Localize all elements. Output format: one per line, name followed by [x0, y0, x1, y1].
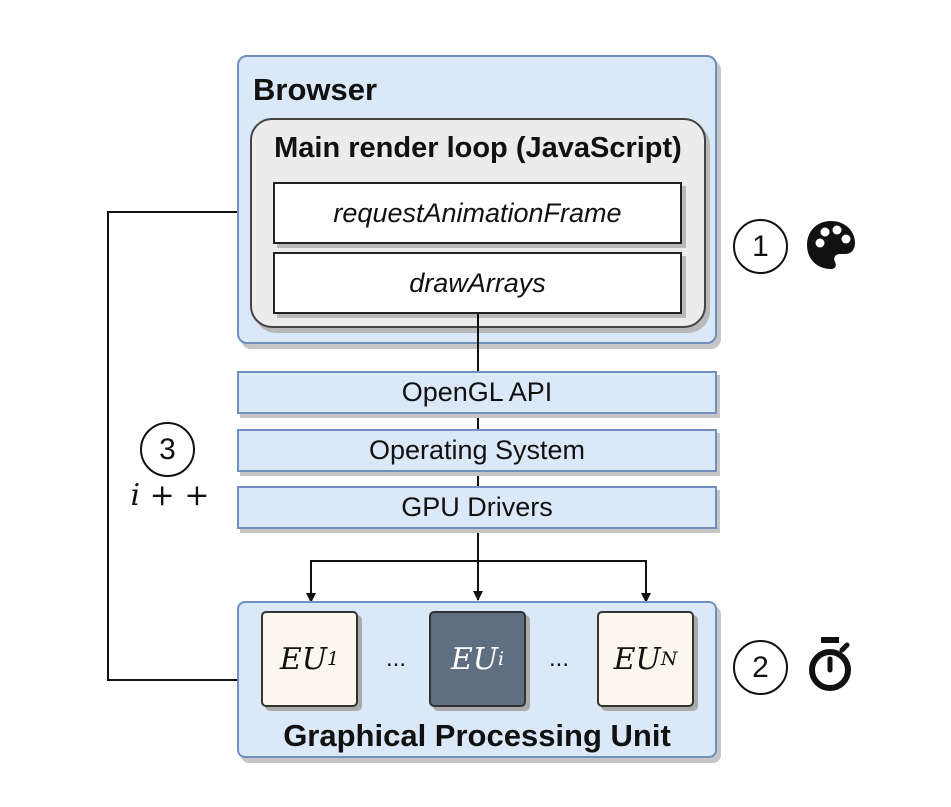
- arrow-to-eu-1: [306, 560, 478, 603]
- draw-arrays-box: drawArrays: [273, 252, 682, 314]
- ellipsis: ...: [549, 645, 570, 672]
- layer-operating-system: Operating System: [237, 429, 717, 472]
- step-1-marker: 1: [733, 219, 788, 274]
- feedback-loop-arrow: [107, 207, 269, 681]
- gpu-title: Graphical Processing Unit: [283, 718, 671, 753]
- step-3-label: i + +: [130, 478, 210, 513]
- layer-gpu-drivers: GPU Drivers: [237, 486, 717, 529]
- request-animation-frame-box: requestAnimationFrame: [273, 182, 682, 244]
- step-3-marker: 3: [140, 422, 195, 477]
- render-loop-title: Main render loop (JavaScript): [274, 132, 682, 164]
- browser-title: Browser: [253, 72, 378, 107]
- ellipsis: ...: [386, 645, 407, 672]
- palette-icon: [807, 221, 855, 269]
- layer-opengl-api: OpenGL API: [237, 371, 717, 414]
- stopwatch-icon: [809, 637, 851, 691]
- arrow-to-eu-n: [478, 560, 651, 603]
- step-2-marker: 2: [733, 640, 788, 695]
